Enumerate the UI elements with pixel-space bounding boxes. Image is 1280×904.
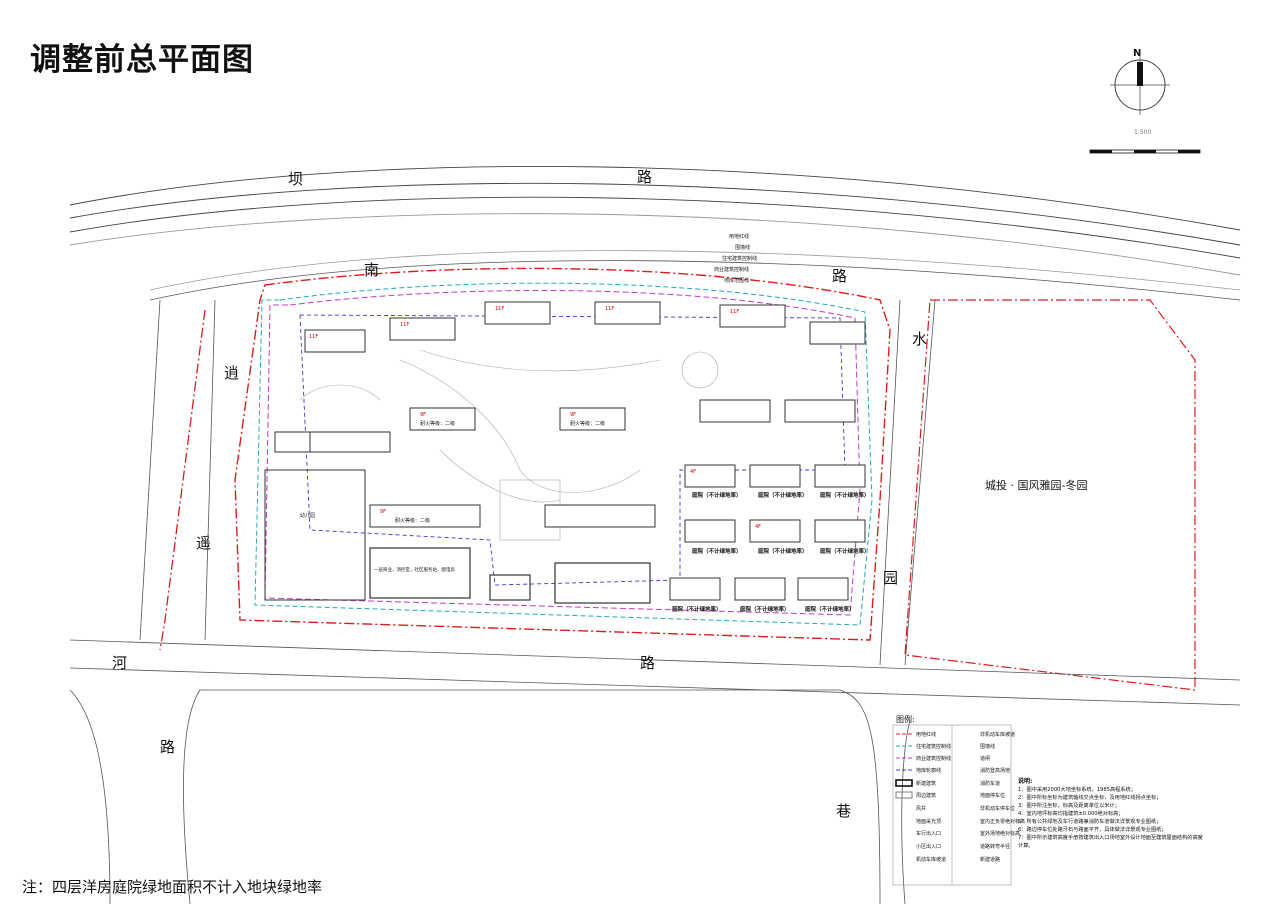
building-tag: 11F: [309, 334, 319, 340]
building-note: 耐火等级：二级: [395, 518, 431, 524]
legend-item: 新建建筑: [916, 781, 937, 787]
legend-item: 围墙线: [980, 744, 996, 750]
courtyard-label: 庭院（不计绿地率）: [820, 493, 870, 499]
road-label-left-2: 遥: [196, 534, 212, 552]
kindergarten-label: 幼儿园: [300, 513, 316, 519]
top-road: [69, 165, 1241, 276]
scale-label: 1:500: [1134, 129, 1152, 136]
inner-top-road: [149, 250, 1241, 301]
building-note: 耐火等级：二级: [570, 421, 606, 427]
road-label-top-2: 路: [637, 168, 653, 186]
boundary-label: 用地红线: [729, 234, 750, 240]
note-line: 7：图中所示建筑高度手册按建筑出入口场地室外设计地面至建筑屋面结构的高度计算。: [1018, 835, 1203, 849]
legend-item: 周边建筑: [916, 793, 937, 799]
building-tag: 11F: [400, 322, 410, 328]
villas: [669, 464, 866, 601]
right-road: [879, 299, 936, 666]
legend-item: 地面采光顶: [916, 819, 942, 825]
north-arrow-label: N: [1133, 48, 1142, 59]
legend-item: 室内正负零绝对标高: [980, 819, 1026, 825]
note-line: 4：室内地坪标高均指建筑±0.000绝对标高；: [1018, 811, 1124, 817]
road-label-inner-2: 路: [832, 267, 848, 285]
building-tag: 11F: [605, 306, 615, 312]
boundary-label: 地库范围线: [724, 278, 750, 284]
road-label-left-1: 逍: [224, 364, 240, 382]
legend-item: 消防车道: [980, 781, 1001, 787]
legend-item: 商业建筑控制线: [916, 756, 952, 762]
landscape: [299, 349, 719, 541]
bottom-road: [69, 639, 1241, 706]
legend-item: 道路转弯半径: [980, 844, 1011, 850]
legend-item: 车行出入口: [916, 831, 942, 837]
note-line: 5：所有公共绿地及车行道路兼消防车道做法详景观专业图纸；: [1018, 819, 1162, 825]
building-tag: 9F: [380, 509, 387, 515]
road-label-top-1: 坝: [288, 170, 304, 188]
road-label-inner-1: 南: [364, 261, 380, 279]
note-line: 6：路边停车位处路牙石与路面平齐，具体做法详景观专业图纸；: [1018, 827, 1167, 833]
road-label-right-2: 园: [883, 569, 899, 587]
courtyard-label: 庭院（不计绿地率）: [805, 607, 855, 613]
road-label-bottom-1: 河: [112, 654, 128, 672]
commercial-block-left: [369, 547, 471, 599]
building-tag: 4F: [690, 469, 697, 475]
legend-item: 新建道路: [980, 857, 1001, 863]
commercial-label: 一层商业，消控室，社区服务站，配电房: [374, 568, 455, 573]
building-tag: 9F: [420, 412, 427, 418]
building-tag: 4F: [755, 524, 762, 530]
courtyard-label: 庭院（不计绿地率）: [740, 607, 790, 613]
building-note: 耐火等级：二级: [420, 421, 456, 427]
boundary-label: 商业建筑控制线: [714, 267, 750, 273]
courtyard-label: 庭院（不计绿地率）: [758, 493, 808, 499]
road-label-right-1: 水: [912, 330, 928, 348]
building-tag: 11F: [730, 309, 740, 315]
building-tag: 11F: [495, 306, 505, 312]
legend-item: 地面停车位: [980, 793, 1006, 799]
courtyard-label: 庭院（不计绿地率）: [692, 549, 742, 555]
note-line: 2：图中所标坐标为建筑轴线交点坐标，及用地红线拐点坐标；: [1018, 795, 1162, 801]
left-road: [139, 299, 216, 641]
buildings: [274, 301, 866, 528]
road-label-bottom-right: 巷: [836, 802, 852, 820]
legend-item: 风井: [916, 806, 927, 812]
residential-control-line: [254, 282, 873, 626]
commercial-block-small: [489, 574, 531, 601]
red-line-boundary: [234, 267, 891, 641]
legend-item: 道闸: [980, 756, 991, 762]
legend-title: 图例:: [896, 715, 915, 724]
note-line: 3：图中所注坐标，标高及距离单位以米计；: [1018, 803, 1120, 809]
commercial-control-line: [264, 290, 861, 616]
footnote: 注：四层洋房庭院绿地面积不计入地块绿地率: [22, 878, 323, 896]
courtyard-label: 庭院（不计绿地率）: [820, 549, 870, 555]
boundary-label: 住宅建筑控制线: [722, 256, 758, 262]
courtyard-label: 庭院（不计绿地率）: [692, 493, 742, 499]
commercial-block-right: [554, 562, 651, 604]
legend-item: 室外场地绝对标高: [980, 831, 1021, 837]
courtyard-label: 庭院（不计绿地率）: [758, 549, 808, 555]
scale-bar: [1089, 149, 1201, 154]
notes-title: 说明:: [1018, 778, 1033, 785]
legend-box: [892, 724, 1012, 886]
road-label-bottom-left: 路: [160, 738, 176, 756]
legend-item: 用地红线: [916, 732, 937, 738]
kindergarten-outline: [264, 469, 366, 601]
legend-item: 地库轮廓线: [916, 768, 942, 774]
legend-item: 非机动车停车位: [980, 806, 1016, 812]
neighbor-site-label: 城投 · 国风雅园-冬园: [985, 479, 1088, 492]
page-title: 调整前总平面图: [30, 42, 254, 78]
boundary-label: 围墙线: [735, 245, 751, 251]
note-line: 1：图中采用2000大地坐标系统，1985高程系统；: [1018, 787, 1136, 793]
road-label-bottom-2: 路: [640, 654, 656, 672]
legend-item: 小区出入口: [916, 844, 942, 850]
legend-item: 机动车库坡道: [916, 857, 947, 863]
compass-icon: [1110, 55, 1170, 115]
notes: 说明: 1：图中采用2000大地坐标系统，1985高程系统； 2：图中所标坐标为…: [1018, 778, 1208, 850]
legend-item: 住宅建筑控制线: [916, 744, 952, 750]
legend-item: 消防登高场地: [980, 768, 1011, 774]
courtyard-label: 庭院（不计绿地率）: [672, 607, 722, 613]
legend-swatches: [895, 733, 913, 799]
building-tag: 9F: [570, 412, 577, 418]
legend-item: 非机动车库坡道: [980, 732, 1016, 738]
